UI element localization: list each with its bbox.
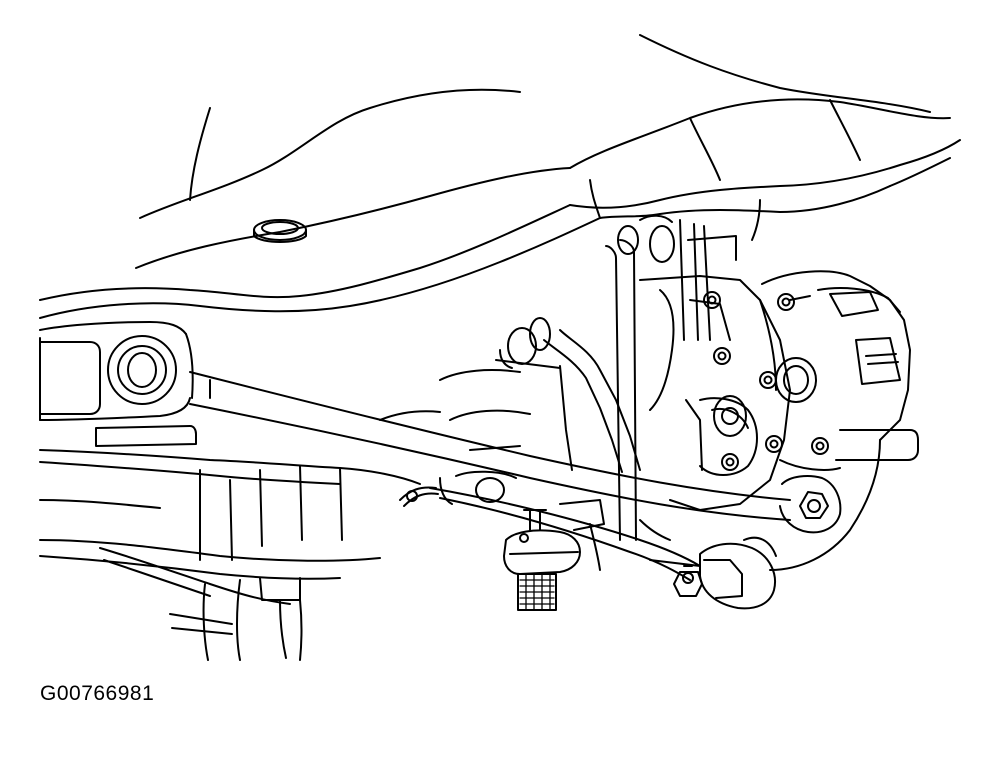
knuckle-bolts <box>703 291 829 471</box>
rear-subframe <box>39 321 381 580</box>
bolt-2-icon <box>713 347 731 365</box>
lateral-link-end-bushing <box>779 475 842 534</box>
brake-caliper <box>759 270 919 571</box>
bolt-6-icon <box>721 453 739 471</box>
lateral-link-rod <box>189 371 791 521</box>
brake-hose <box>399 486 605 571</box>
bolt-7-icon <box>811 437 829 455</box>
threaded-stud-icon <box>517 573 557 611</box>
subframe-bushing <box>107 335 177 405</box>
ball-joint-stud <box>503 509 581 611</box>
lower-control-link <box>429 470 701 581</box>
bolt-5-icon <box>765 435 783 453</box>
underbody-floor-pan <box>39 34 961 319</box>
figure-id-label: G00766981 <box>40 682 155 705</box>
bolt-3-icon <box>777 293 795 311</box>
bolt-1-icon <box>703 291 721 309</box>
lower-tubes <box>99 547 303 661</box>
lower-link-end-bushing <box>673 536 777 610</box>
wheel-hub <box>775 357 817 403</box>
floor-grommet <box>253 219 307 243</box>
lower-link-nut-icon <box>673 565 703 597</box>
rear-knuckle <box>639 275 791 511</box>
stabilizer-link <box>495 317 641 473</box>
background-structure <box>339 365 701 567</box>
bolt-4-icon <box>759 371 777 389</box>
shock-absorber <box>605 214 737 541</box>
